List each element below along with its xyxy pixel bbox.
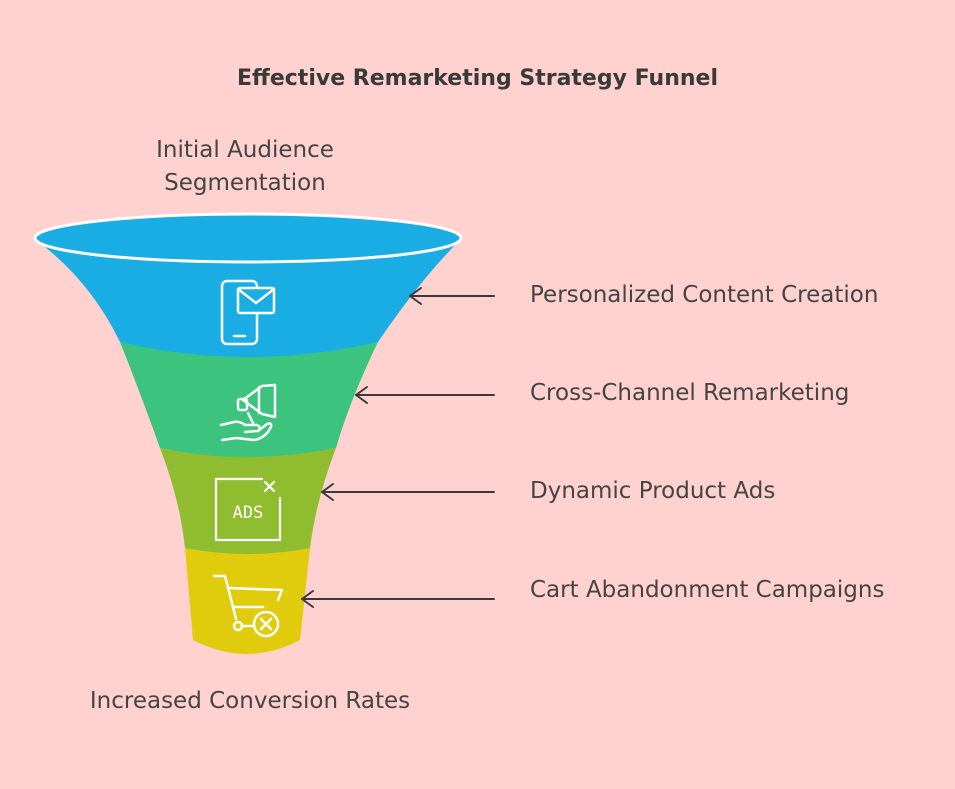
funnel-top-rim xyxy=(33,212,463,264)
funnel-segment-3 xyxy=(160,448,336,554)
arrows xyxy=(301,287,495,608)
diagram-title: Effective Remarketing Strategy Funnel xyxy=(237,66,718,91)
funnel-segment-4 xyxy=(185,548,310,654)
stage-label-dynamic-ads: Dynamic Product Ads xyxy=(530,478,776,504)
funnel-top-label: Initial Audience Segmentation xyxy=(156,137,334,196)
stage-label-cart-abandonment: Cart Abandonment Campaigns xyxy=(530,577,885,603)
arrow-stage-4 xyxy=(301,590,495,608)
ads-icon xyxy=(214,477,282,542)
funnel-bottom-label: Increased Conversion Rates xyxy=(89,688,411,714)
arrow-stage-3 xyxy=(321,483,495,501)
stage-label-cross-channel: Cross-Channel Remarketing xyxy=(530,380,850,406)
ads-icon-text: ADS xyxy=(233,503,264,523)
arrow-stage-1 xyxy=(409,287,495,305)
mobile-email-icon xyxy=(220,279,276,346)
stage-label-personalized-content: Personalized Content Creation xyxy=(530,282,879,308)
arrow-stage-2 xyxy=(355,386,495,404)
cart-cancel-icon xyxy=(212,574,284,638)
megaphone-hand-icon xyxy=(219,383,277,442)
funnel-segment-2 xyxy=(120,342,378,457)
